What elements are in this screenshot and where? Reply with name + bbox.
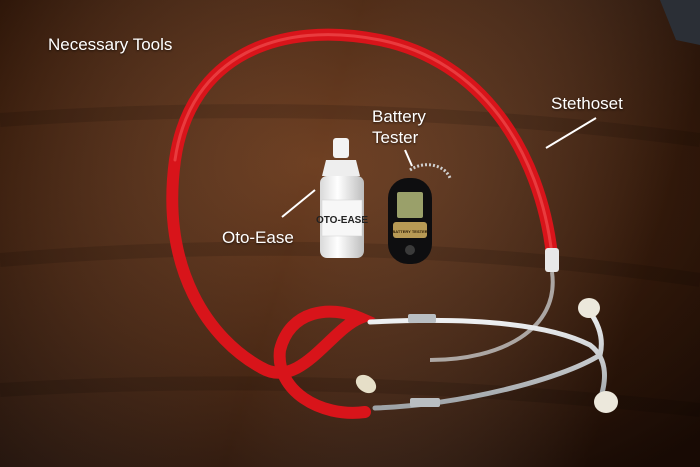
- oto-ease-pointer: [281, 189, 316, 218]
- stethoscope-tubing: [166, 28, 558, 374]
- corner-object: [660, 0, 700, 45]
- battery-tester-label-line1: Battery: [372, 107, 426, 126]
- title-label: Necessary Tools: [48, 35, 173, 54]
- bottle-label: OTO-EASE: [316, 215, 368, 226]
- tester-plate: [393, 222, 427, 238]
- stethoscope-chestpiece-tube: [256, 305, 376, 419]
- battery-tester-pointer: [404, 149, 413, 167]
- stethoscope-pointer: [545, 117, 597, 149]
- tester-label: BATTERY TESTER: [392, 229, 427, 234]
- tester-screen: [397, 192, 423, 218]
- oto-ease-bottle: OTO-EASE: [316, 138, 368, 258]
- battery-tester: BATTERY TESTER: [388, 163, 452, 264]
- battery-tester-label: Battery Tester: [372, 106, 426, 148]
- stethoscope-label: Stethoset: [551, 94, 623, 113]
- oto-ease-label: Oto-Ease: [222, 228, 294, 247]
- ear-tip-top: [578, 298, 600, 318]
- chestpiece-tip: [355, 374, 377, 394]
- ear-tip-bottom: [594, 391, 618, 413]
- tube-connector: [545, 248, 559, 272]
- battery-tester-label-line2: Tester: [372, 128, 419, 147]
